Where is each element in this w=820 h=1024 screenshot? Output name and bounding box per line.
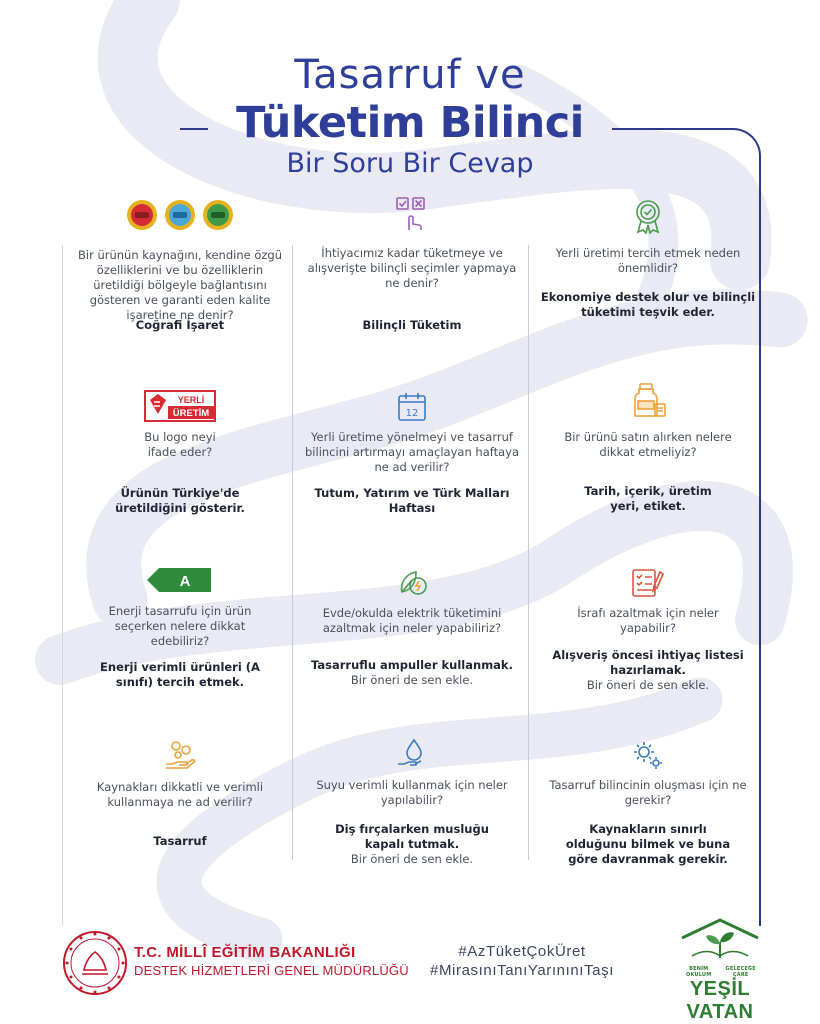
water-drop-hand-icon bbox=[302, 738, 522, 768]
card-conscious-consumption: İhtiyacımız kadar tüketmeye ve alışveriş… bbox=[302, 196, 522, 346]
card-suggestion: Bir öneri de sen ekle. bbox=[586, 678, 710, 692]
gears-icon bbox=[538, 738, 758, 770]
card-geographic-indication: Bir ürünün kaynağını, kendine özgü özell… bbox=[70, 196, 290, 346]
ministry-emblem bbox=[62, 930, 128, 996]
card-local-production: Yerli üretimi tercih etmek neden önemlid… bbox=[538, 196, 758, 346]
card-answer: Tarih, içerik, üretim yeri, etiket. bbox=[584, 484, 712, 513]
card-answer: Coğrafi İşaret bbox=[135, 318, 225, 332]
card-answer: Bilinçli Tüketim bbox=[362, 318, 462, 332]
card-question: Tasarruf bilincinin oluşması için ne ger… bbox=[549, 778, 747, 807]
title-line-1: Tasarruf ve bbox=[294, 52, 526, 98]
card-answer: Diş fırçalarken musluğu kapalı tutmak.Bi… bbox=[302, 822, 522, 867]
ministry-title: T.C. MİLLÎ EĞİTİM BAKANLIĞI bbox=[134, 944, 356, 961]
calendar-day: 12 bbox=[406, 408, 419, 419]
title-line-3: Bir Soru Bir Cevap bbox=[286, 148, 534, 179]
yerli-logo-line1: YERLİ bbox=[178, 395, 205, 405]
hashtag-1: #AzTüketÇokÜret bbox=[458, 943, 586, 960]
card-buying-attention: Bir ürünü satın alırken nelere dikkat et… bbox=[538, 382, 758, 532]
ministry-name: T.C. MİLLÎ EĞİTİM BAKANLIĞI DESTEK HİZME… bbox=[134, 944, 409, 978]
hashtag-2: #MirasınıTanıYarınınıTaşı bbox=[430, 962, 614, 979]
energy-class-a-icon: A bbox=[70, 568, 290, 592]
card-answer: Alışveriş öncesi ihtiyaç listesi hazırla… bbox=[538, 648, 758, 693]
coins-hand-icon bbox=[70, 740, 290, 770]
card-question: Enerji tasarrufu için ürün seçerken nele… bbox=[108, 604, 252, 648]
checklist-hand-icon bbox=[302, 196, 522, 232]
card-answer: Ekonomiye destek olur ve bilinçli tüketi… bbox=[540, 290, 756, 319]
card-question: Bu logo neyi ifade eder? bbox=[144, 430, 216, 459]
card-question: Kaynakları dikkatli ve verimli kullanmay… bbox=[96, 780, 264, 809]
card-thrift: Kaynakları dikkatli ve verimli kullanmay… bbox=[70, 740, 290, 860]
card-question: Yerli üretimi tercih etmek neden önemlid… bbox=[555, 246, 741, 275]
card-water-saving: Suyu verimli kullanmak için neler yapıla… bbox=[302, 738, 522, 868]
jar-label-icon bbox=[538, 382, 758, 420]
card-energy-efficiency: A Enerji tasarrufu için ürün seçerken ne… bbox=[70, 568, 290, 698]
card-answer: Tutum, Yatırım ve Türk Malları Haftası bbox=[314, 486, 510, 515]
energy-letter: A bbox=[180, 573, 191, 590]
frame-line-left-vertical bbox=[62, 245, 63, 925]
card-answer: Kaynakların sınırlı olduğunu bilmek ve b… bbox=[565, 822, 731, 866]
yerli-logo-line2: ÜRETİM bbox=[173, 408, 210, 419]
house-sprout-icon bbox=[681, 918, 759, 958]
card-answer: Enerji verimli ürünleri (A sınıfı) terci… bbox=[100, 660, 260, 689]
geographic-indication-badges-icon bbox=[70, 198, 290, 232]
card-question: Bir ürünün kaynağını, kendine özgü özell… bbox=[77, 248, 283, 322]
card-question: Evde/okulda elektrik tüketimini azaltmak… bbox=[322, 606, 502, 635]
card-answer: Tasarruflu ampuller kullanmak.Bir öneri … bbox=[302, 658, 522, 688]
hashtags: #AzTüketÇokÜret #MirasınıTanıYarınınıTaş… bbox=[410, 942, 634, 980]
card-question: İsrafı azaltmak için neler yapabilir? bbox=[577, 606, 719, 635]
frame-line-right bbox=[612, 128, 732, 130]
card-answer: Tasarruf bbox=[153, 834, 207, 848]
card-suggestion: Bir öneri de sen ekle. bbox=[350, 673, 474, 687]
card-suggestion: Bir öneri de sen ekle. bbox=[350, 852, 474, 866]
yesil-vatan-logo: BENİM OKULUM GELECEĞE ÇARE YEŞİL VATAN bbox=[672, 918, 768, 1024]
frame-line-right-vertical bbox=[759, 156, 761, 926]
yesil-vatan-tagline-left: BENİM OKULUM bbox=[686, 966, 712, 978]
ministry-subtitle: DESTEK HİZMETLERİ GENEL MÜDÜRLÜĞÜ bbox=[134, 963, 409, 978]
quality-badge-icon bbox=[538, 198, 758, 234]
card-electricity-saving: Evde/okulda elektrik tüketimini azaltmak… bbox=[302, 566, 522, 696]
card-yerli-uretim-logo: YERLİ ÜRETİM Bu logo neyi ifade eder? Ür… bbox=[70, 390, 290, 530]
card-question: İhtiyacımız kadar tüketmeye ve alışveriş… bbox=[307, 246, 517, 290]
card-answer: Ürünün Türkiye'de üretildiğini gösterir. bbox=[115, 486, 245, 515]
yerli-uretim-logo: YERLİ ÜRETİM bbox=[70, 390, 290, 422]
card-question: Yerli üretime yönelmeyi ve tasarruf bili… bbox=[305, 430, 519, 474]
yesil-vatan-tagline-right: GELECEĞE ÇARE bbox=[725, 966, 756, 978]
yesil-vatan-name: YEŞİL VATAN bbox=[686, 978, 754, 1023]
card-thrift-awareness: Tasarruf bilincinin oluşması için ne ger… bbox=[538, 738, 758, 868]
eco-energy-icon bbox=[302, 566, 522, 598]
column-divider-1 bbox=[292, 245, 293, 860]
calendar-icon: 12 bbox=[302, 392, 522, 422]
column-divider-2 bbox=[528, 245, 529, 860]
card-question: Bir ürünü satın alırken nelere dikkat et… bbox=[564, 430, 732, 459]
card-thrift-week: 12 Yerli üretime yönelmeyi ve tasarruf b… bbox=[302, 390, 522, 530]
shopping-list-icon bbox=[538, 566, 758, 598]
card-question: Suyu verimli kullanmak için neler yapıla… bbox=[316, 778, 508, 807]
card-reduce-waste: İsrafı azaltmak için neler yapabilir? Al… bbox=[538, 564, 758, 694]
frame-line-left bbox=[180, 128, 208, 130]
title-line-2: Tüketim Bilinci bbox=[236, 98, 584, 148]
